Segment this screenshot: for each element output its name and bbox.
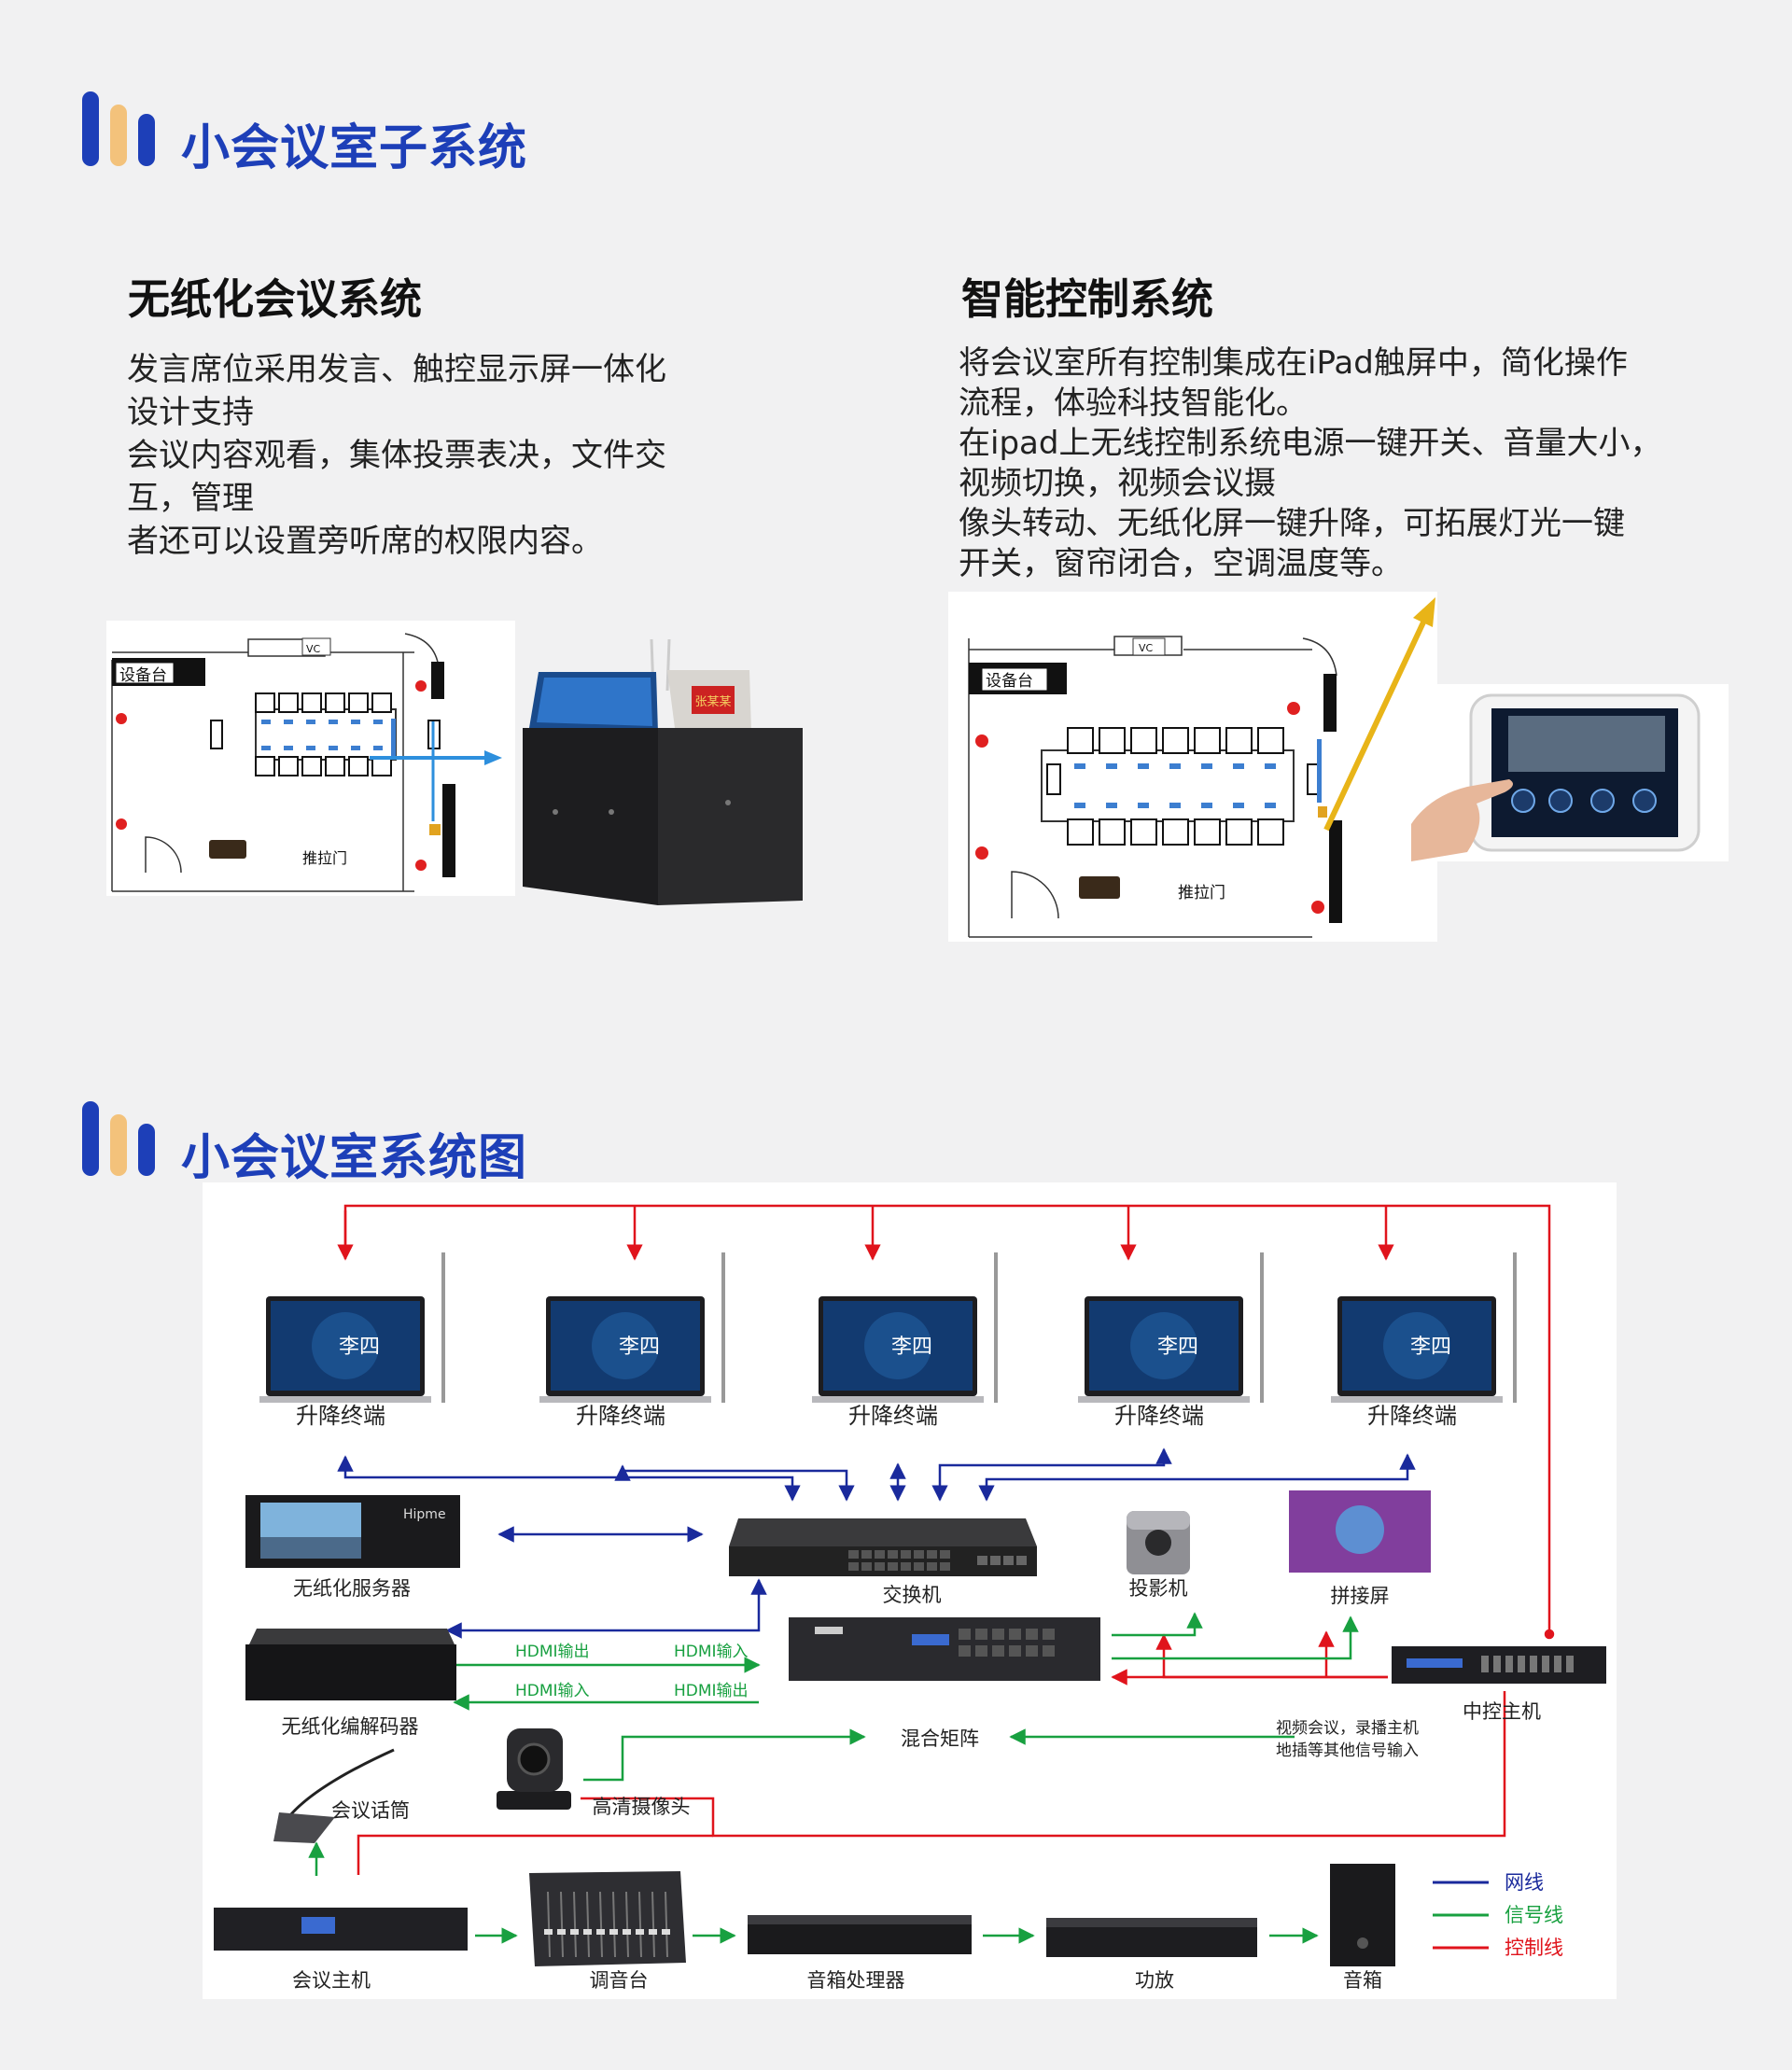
processor-label: 音箱处理器 xyxy=(807,1969,905,1992)
terminal-screen-name: 李四 xyxy=(1157,1336,1198,1359)
section-title: 小会议室系统图 xyxy=(181,1130,528,1186)
legend-label: 网线 xyxy=(1505,1871,1544,1894)
network-switch: 交换机 xyxy=(729,1518,1037,1606)
server-label: 无纸化服务器 xyxy=(293,1577,411,1600)
smart-line: 在ipad上无线控制系统电源一键开关、音量大小， xyxy=(959,425,1662,462)
mixer-label: 调音台 xyxy=(590,1969,649,1992)
smart-line: 开关，窗帘闭合，空调温度等。 xyxy=(959,545,1403,582)
conference-host: 会议主机 xyxy=(214,1908,468,1992)
lift-terminal-photo: 张某某 xyxy=(518,635,807,905)
system-diagram: 李四升降终端李四升降终端李四升降终端李四升降终端李四升降终端 Hipme 无纸化… xyxy=(203,1182,1617,1999)
paperless-server: Hipme 无纸化服务器 xyxy=(245,1495,460,1600)
projector: 投影机 xyxy=(1127,1511,1190,1600)
door-label: 推拉门 xyxy=(1178,884,1225,902)
smart-line: 视频切换，视频会议摄 xyxy=(959,465,1276,502)
mic-label: 会议话筒 xyxy=(331,1799,410,1822)
signal-note: 地插等其他信号输入 xyxy=(1276,1741,1419,1760)
smart-line: 流程，体验科技智能化。 xyxy=(959,385,1308,422)
paperless-description: 发言席位采用发言、触控显示屏一体化 设计支持 会议内容观看，集体投票表决，文件交… xyxy=(127,348,666,563)
projector-label: 投影机 xyxy=(1129,1577,1188,1600)
switch-label: 交换机 xyxy=(883,1584,942,1606)
hybrid-matrix: 混合矩阵 xyxy=(789,1617,1100,1750)
equipment-label: 设备台 xyxy=(119,666,167,685)
vc-label: VC xyxy=(1139,642,1154,654)
terminal-label: 升降终端 xyxy=(848,1403,938,1429)
speaker-processor: 音箱处理器 xyxy=(748,1915,972,1992)
section-icon xyxy=(82,1101,161,1176)
camera-label: 高清摄像头 xyxy=(593,1796,691,1818)
paperless-line: 互，管理 xyxy=(127,480,254,517)
smart-control-heading: 智能控制系统 xyxy=(961,274,1214,324)
legend-label: 控制线 xyxy=(1505,1937,1563,1959)
hd-camera: 高清摄像头 xyxy=(497,1728,691,1818)
section-title: 小会议室子系统 xyxy=(181,120,528,176)
speaker: 音箱 xyxy=(1330,1864,1395,1992)
hdmi-label: HDMI输出 xyxy=(674,1682,749,1700)
legend-label: 信号线 xyxy=(1505,1904,1563,1926)
splice-label: 拼接屏 xyxy=(1331,1585,1390,1607)
paperless-line: 发言席位采用发言、触控显示屏一体化 xyxy=(127,351,666,388)
amp-label: 功放 xyxy=(1135,1969,1174,1992)
conference-microphone: 会议话筒 xyxy=(273,1748,410,1843)
terminal-label: 升降终端 xyxy=(296,1403,385,1429)
ipad-photo xyxy=(1411,684,1729,861)
hdmi-label: HDMI输入 xyxy=(674,1643,749,1661)
vc-label: VC xyxy=(306,643,321,655)
paperless-line: 会议内容观看，集体投票表决，文件交 xyxy=(127,437,666,474)
hdmi-label: HDMI输入 xyxy=(515,1682,590,1700)
terminal-label: 升降终端 xyxy=(1367,1403,1457,1429)
smart-line: 像头转动、无纸化屏一键升降，可拓展灯光一键 xyxy=(959,505,1625,542)
terminal-label: 升降终端 xyxy=(1114,1403,1204,1429)
control-label: 中控主机 xyxy=(1463,1700,1541,1723)
paperless-line: 设计支持 xyxy=(127,394,254,431)
paperless-heading: 无纸化会议系统 xyxy=(128,274,423,324)
terminal-screen-name: 李四 xyxy=(891,1336,932,1359)
mixer: 调音台 xyxy=(529,1871,686,1992)
central-control-host: 中控主机 xyxy=(1392,1646,1606,1723)
matrix-label: 混合矩阵 xyxy=(901,1727,979,1750)
equipment-label: 设备台 xyxy=(986,672,1033,691)
terminal-screen-name: 李四 xyxy=(1410,1336,1451,1359)
door-label: 推拉门 xyxy=(302,849,347,867)
smart-control-description: 将会议室所有控制集成在iPad触屏中，简化操作 流程，体验科技智能化。 在ipa… xyxy=(959,343,1661,584)
paperless-line: 者还可以设置旁听席的权限内容。 xyxy=(127,523,603,560)
brand-label: Hipme xyxy=(403,1507,446,1522)
signal-note: 视频会议，录播主机 xyxy=(1276,1719,1419,1738)
splice-screen: 拼接屏 xyxy=(1289,1490,1431,1607)
amplifier: 功放 xyxy=(1046,1918,1257,1992)
paperless-codec: 无纸化编解码器 xyxy=(245,1629,456,1738)
host-label: 会议主机 xyxy=(292,1969,371,1992)
terminal-screen-name: 李四 xyxy=(619,1336,660,1359)
floor-plan-smart: 设备台 VC 推拉门 xyxy=(948,592,1437,942)
name-plate-text: 张某某 xyxy=(694,695,731,709)
terminal-label: 升降终端 xyxy=(576,1403,665,1429)
codec-label: 无纸化编解码器 xyxy=(282,1715,419,1738)
terminal-screen-name: 李四 xyxy=(339,1336,380,1359)
floor-plan-paperless: 设备台 VC 推拉门 xyxy=(106,621,515,896)
section-icon xyxy=(82,91,161,166)
hdmi-label: HDMI输出 xyxy=(515,1643,590,1661)
smart-line: 将会议室所有控制集成在iPad触屏中，简化操作 xyxy=(959,344,1628,382)
speaker-label: 音箱 xyxy=(1343,1969,1382,1992)
